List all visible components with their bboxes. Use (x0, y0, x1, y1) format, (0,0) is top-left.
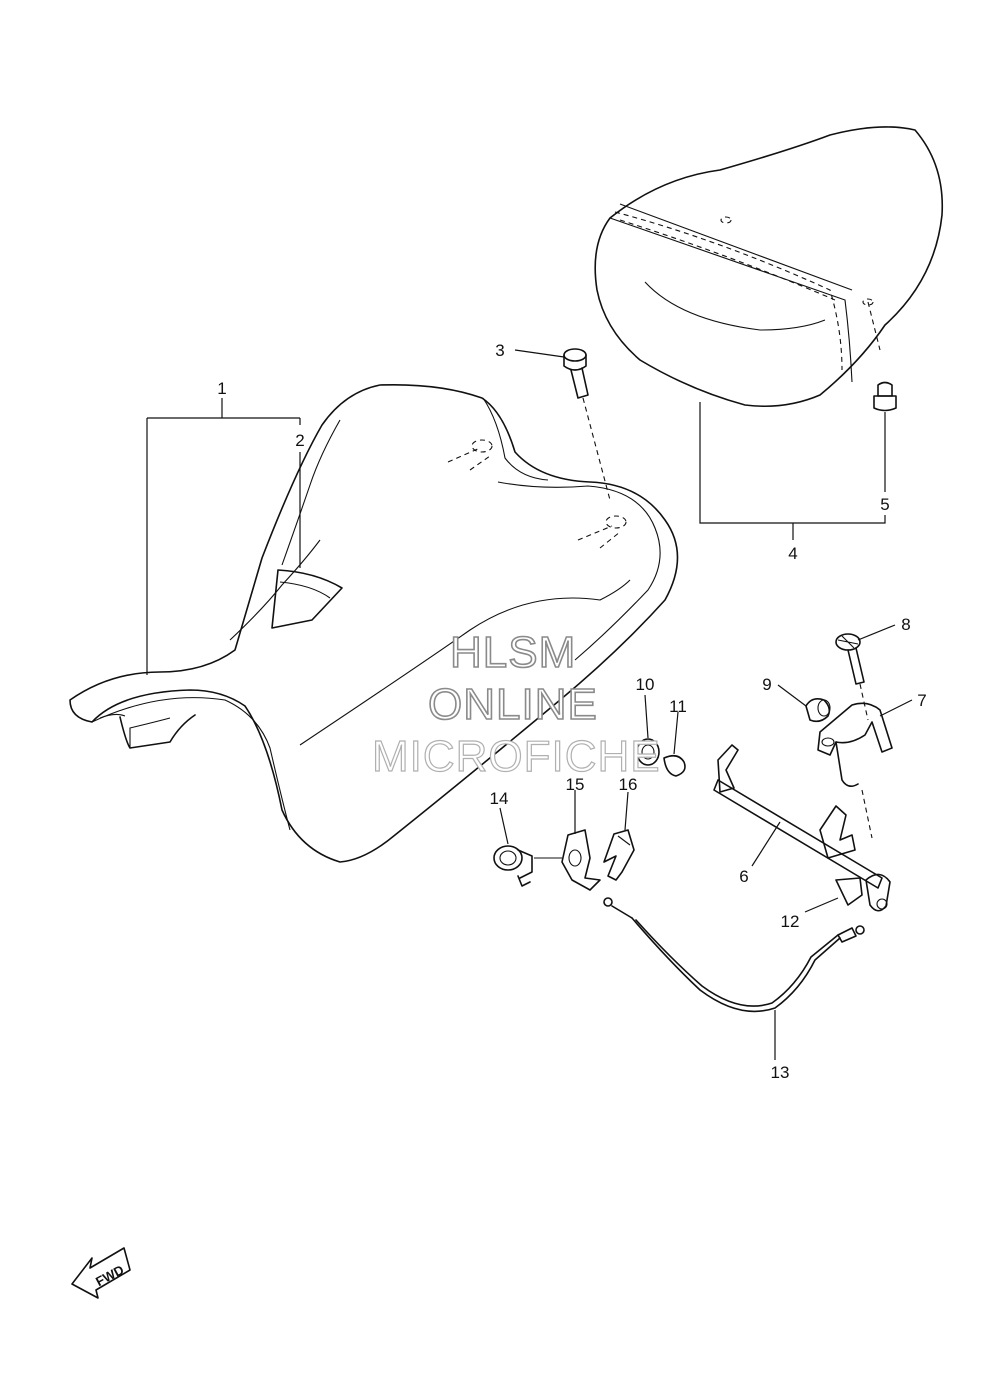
collar-10-11 (636, 738, 686, 777)
bracket-7 (817, 702, 893, 839)
clip-16 (603, 829, 635, 881)
callout-16: 16 (619, 775, 638, 794)
fitting-5 (873, 381, 897, 412)
bolt-3 (563, 348, 611, 501)
callout-5: 5 (880, 495, 889, 514)
callout-6: 6 (739, 867, 748, 886)
watermark-line-1: HLSM (449, 627, 577, 678)
callout-8: 8 (901, 615, 910, 634)
callout-15: 15 (566, 775, 585, 794)
callout-3: 3 (495, 341, 504, 360)
cable-13 (603, 897, 865, 1013)
watermark-line-3: MICROFICHE (371, 731, 661, 781)
callout-10: 10 (636, 675, 655, 694)
fwd-arrow-icon: FWD (71, 1247, 131, 1299)
watermark-line-2: ONLINE (427, 679, 598, 730)
rider-seat (69, 383, 679, 863)
callouts: 1 2 3 4 5 6 7 8 9 10 11 12 13 14 15 16 (217, 341, 926, 1082)
damper-9 (805, 698, 831, 723)
bolt-8 (835, 633, 869, 721)
callout-14: 14 (490, 789, 509, 808)
shaft-6 (713, 744, 891, 912)
callout-12: 12 (781, 912, 800, 931)
plate-15 (534, 829, 601, 891)
fwd-label: FWD (93, 1262, 126, 1289)
passenger-seat (594, 126, 944, 408)
callout-13: 13 (771, 1063, 790, 1082)
callout-2: 2 (295, 431, 304, 450)
callout-1: 1 (217, 379, 226, 398)
callout-9: 9 (762, 675, 771, 694)
callout-7: 7 (917, 691, 926, 710)
lock-14 (493, 845, 533, 887)
callout-4: 4 (788, 544, 797, 563)
leader-lines (146, 349, 913, 1060)
callout-11: 11 (669, 697, 687, 716)
